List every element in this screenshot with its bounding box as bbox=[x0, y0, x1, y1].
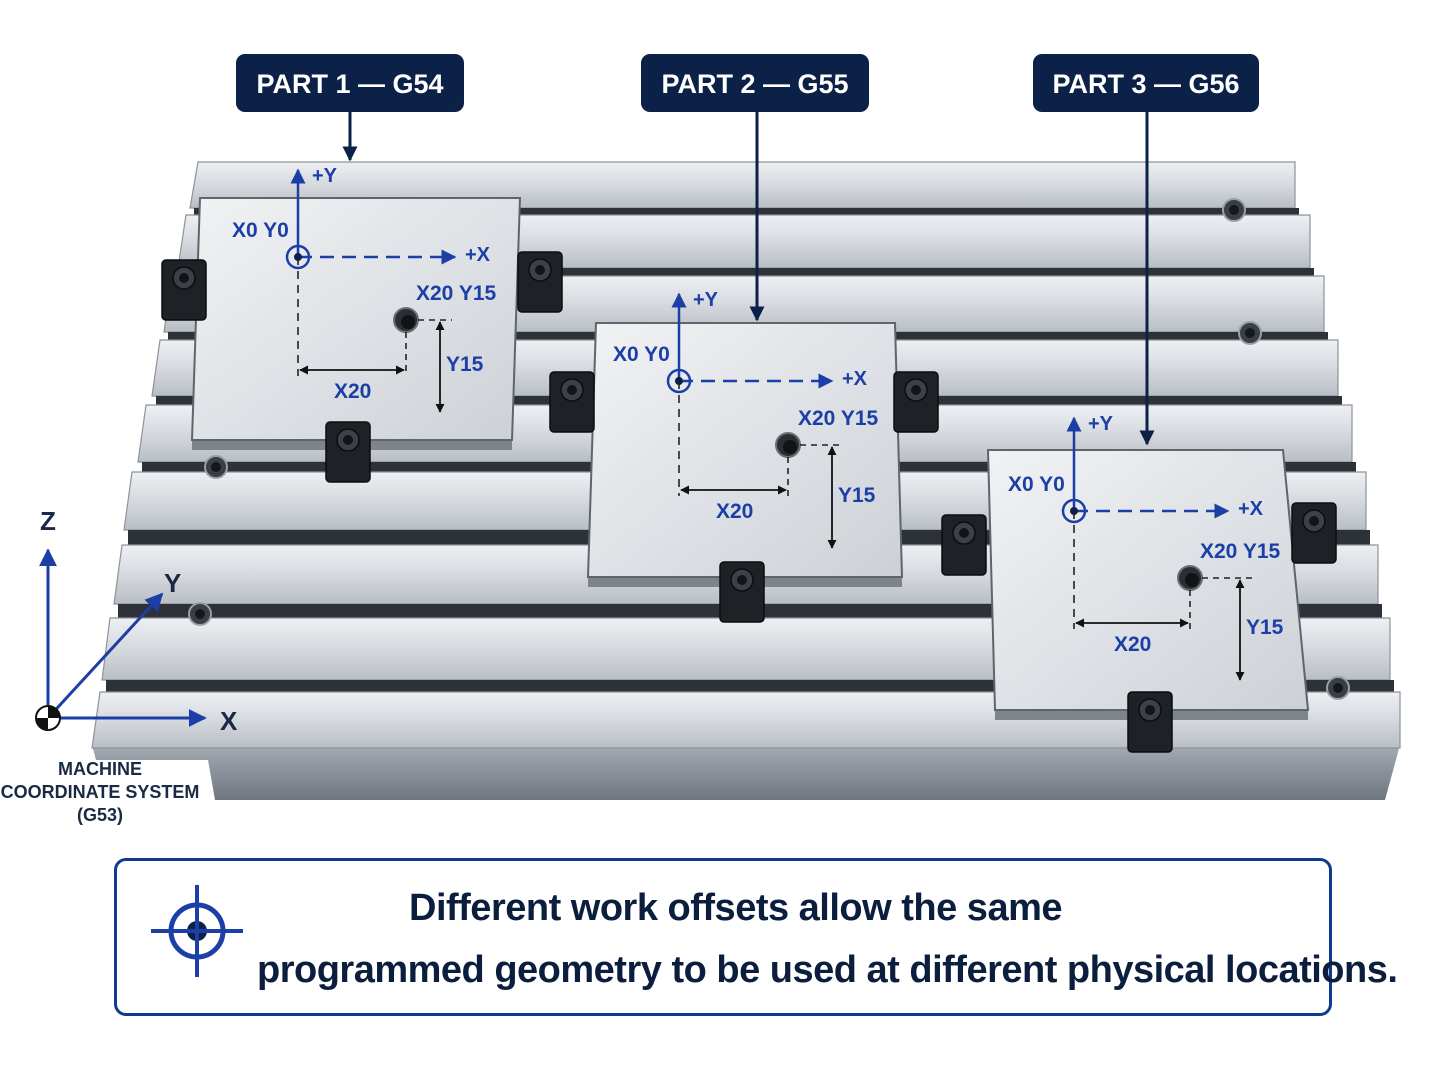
plus-y-label: +Y bbox=[1088, 413, 1114, 435]
machine-axis-z: Z bbox=[40, 506, 56, 536]
crosshair-icon bbox=[151, 885, 243, 977]
part-title: PART 2 — G55 bbox=[661, 69, 848, 99]
clamp-block bbox=[161, 259, 207, 321]
part-3-badge: PART 3 — G56 bbox=[1033, 54, 1259, 112]
clamp-block bbox=[325, 421, 371, 483]
caption-box: Different work offsets allow the same pr… bbox=[114, 858, 1398, 1016]
plus-x-label: +X bbox=[465, 244, 491, 266]
tapped-hole-icon bbox=[1326, 676, 1350, 700]
x-dimension-label: X20 bbox=[334, 380, 371, 403]
hole-label: X20 Y15 bbox=[416, 282, 497, 305]
origin-label: X0 Y0 bbox=[232, 219, 289, 242]
x-dimension-label: X20 bbox=[716, 500, 753, 523]
clamp-block bbox=[941, 514, 987, 576]
machine-coordinate-axes: Z Y X bbox=[35, 506, 238, 736]
clamp-block bbox=[1127, 691, 1173, 753]
crosshair-icon bbox=[666, 368, 692, 394]
hole-label: X20 Y15 bbox=[1200, 540, 1281, 563]
tapped-hole-icon bbox=[1222, 198, 1246, 222]
tapped-hole-icon bbox=[1238, 321, 1262, 345]
origin-label: X0 Y0 bbox=[613, 343, 670, 366]
clamp-block bbox=[1291, 502, 1337, 564]
part-2-badge: PART 2 — G55 bbox=[641, 54, 869, 112]
clamp-block bbox=[719, 561, 765, 623]
origin-label: X0 Y0 bbox=[1008, 473, 1065, 496]
plus-y-label: +Y bbox=[312, 165, 338, 187]
crosshair-icon bbox=[285, 244, 311, 270]
drilled-hole-icon bbox=[775, 432, 801, 458]
origin-symbol-icon bbox=[35, 705, 61, 731]
caption-line-2: programmed geometry to be used at differ… bbox=[257, 949, 1398, 991]
clamp-block bbox=[893, 371, 939, 433]
y-dimension-label: Y15 bbox=[1246, 616, 1284, 639]
plus-x-label: +X bbox=[1238, 498, 1264, 520]
x-dimension-label: X20 bbox=[1114, 633, 1151, 656]
plus-x-label: +X bbox=[842, 368, 868, 390]
machine-axis-y: Y bbox=[164, 568, 181, 598]
part-title: PART 1 — G54 bbox=[256, 69, 443, 99]
t-slot bbox=[194, 208, 1299, 215]
caption-line-1: Different work offsets allow the same bbox=[409, 887, 1063, 929]
t-slot bbox=[182, 268, 1314, 276]
plus-y-label: +Y bbox=[693, 289, 719, 311]
hole-label: X20 Y15 bbox=[798, 407, 879, 430]
tapped-hole-icon bbox=[188, 602, 212, 626]
y-dimension-label: Y15 bbox=[446, 353, 484, 376]
machine-label-line2: COORDINATE SYSTEM bbox=[0, 782, 200, 802]
clamp-block bbox=[549, 371, 595, 433]
drilled-hole-icon bbox=[1177, 565, 1203, 591]
tapped-hole-icon bbox=[204, 455, 228, 479]
machine-label-line1: MACHINE bbox=[58, 759, 142, 779]
machine-label-line3: (G53) bbox=[76, 805, 123, 825]
part-title: PART 3 — G56 bbox=[1052, 69, 1239, 99]
crosshair-icon bbox=[1061, 498, 1087, 524]
y-dimension-label: Y15 bbox=[838, 484, 876, 507]
machine-coordinate-label: MACHINE COORDINATE SYSTEM (G53) bbox=[0, 758, 200, 827]
machine-axis-x: X bbox=[220, 706, 238, 736]
drilled-hole-icon bbox=[393, 307, 419, 333]
part-1-badge: PART 1 — G54 bbox=[236, 54, 464, 112]
clamp-block bbox=[517, 251, 563, 313]
